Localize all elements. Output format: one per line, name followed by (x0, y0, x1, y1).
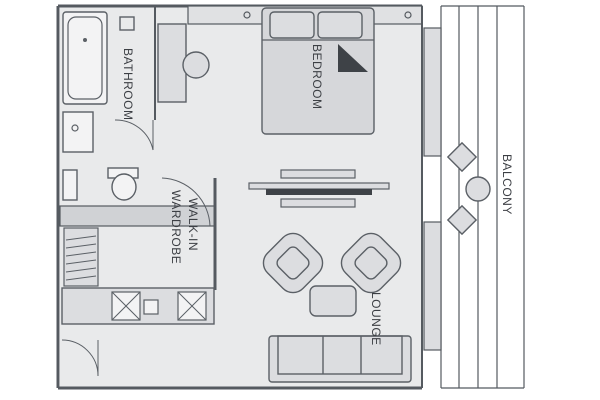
balcony-table-set (446, 141, 491, 236)
light-fixture (404, 11, 412, 19)
label-walk-in: WALK-IN (186, 198, 200, 251)
small-drawer (143, 299, 159, 315)
balcony-chair (446, 141, 478, 173)
bathtub-inner (67, 16, 103, 100)
shower-control (119, 16, 135, 31)
bathroom-cabinet (62, 169, 78, 201)
bathtub-drain (83, 38, 87, 42)
bed (261, 7, 375, 135)
bathroom-door-swing (114, 119, 154, 151)
pillow (269, 11, 315, 39)
label-wardrobe: WARDROBE (169, 190, 183, 264)
label-bathroom: BATHROOM (121, 48, 135, 120)
wardrobe-door-swing (161, 177, 211, 227)
label-lounge: LOUNGE (369, 292, 383, 346)
label-balcony: BALCONY (500, 154, 514, 215)
glazing-panel (423, 221, 442, 351)
walk-in-wardrobe (61, 177, 217, 325)
basin (71, 124, 79, 132)
glazing-panel (423, 27, 442, 157)
bathtub (62, 11, 108, 105)
vanity (62, 111, 94, 153)
armchair-left (262, 232, 324, 294)
pillow (317, 11, 363, 39)
duvet-fold (338, 44, 368, 72)
entry-door-swing (61, 339, 99, 377)
round-side-table (182, 51, 210, 79)
coffee-table (309, 285, 357, 317)
hanger-lines (65, 235, 97, 281)
toilet (111, 173, 137, 201)
utility-cupboard (157, 23, 187, 103)
coffee-bench (248, 169, 390, 208)
balcony-chair (446, 204, 478, 236)
label-bedroom: BEDROOM (310, 44, 324, 110)
armchair-right (340, 232, 402, 294)
balcony-table (465, 176, 491, 202)
light-fixture (243, 11, 251, 19)
sofa (268, 335, 412, 383)
bathroom (62, 6, 156, 201)
